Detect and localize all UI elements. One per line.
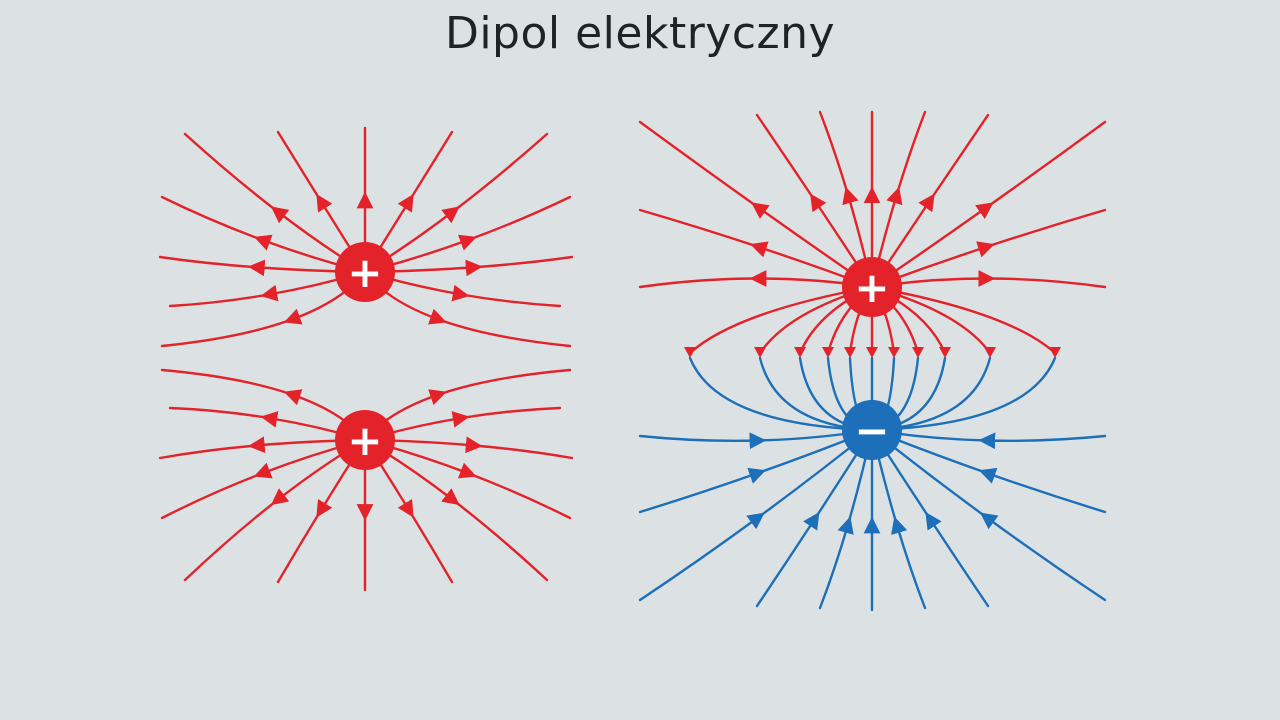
arrow-head xyxy=(888,347,900,358)
field-line xyxy=(870,428,1107,514)
arrow-head xyxy=(844,347,856,358)
field-line xyxy=(363,255,574,277)
field-line xyxy=(870,428,1107,450)
arrow-head xyxy=(866,347,878,358)
field-line xyxy=(638,428,874,602)
field-line xyxy=(870,113,990,289)
page-title: Dipol elektryczny xyxy=(444,8,836,59)
arrow-head xyxy=(822,347,834,358)
field-line xyxy=(870,208,1107,289)
field-line xyxy=(870,120,1107,289)
charge-sign: + xyxy=(347,416,382,465)
field-line xyxy=(688,285,874,355)
field-line xyxy=(160,195,367,274)
field-line xyxy=(158,436,367,460)
field-line xyxy=(160,270,367,348)
arrow-head xyxy=(1049,347,1061,358)
arrow-head xyxy=(684,347,696,358)
field-line xyxy=(818,428,874,610)
field-line xyxy=(363,438,549,582)
field-line xyxy=(870,428,927,610)
field-line xyxy=(363,270,572,348)
field-line xyxy=(363,368,572,442)
field-line xyxy=(638,120,874,289)
field-line xyxy=(363,132,549,274)
arrow-head xyxy=(984,347,996,358)
right-field-lines xyxy=(638,110,1107,612)
field-line xyxy=(363,436,574,460)
field-line xyxy=(870,270,1107,289)
field-line xyxy=(363,195,572,274)
field-line xyxy=(363,438,572,520)
field-line xyxy=(160,438,367,520)
arrow-head xyxy=(912,347,924,358)
left-top-charge: + xyxy=(335,242,395,302)
field-line xyxy=(755,428,874,608)
field-line xyxy=(688,356,874,432)
left-bottom-charge: + xyxy=(335,410,395,470)
charge-sign: + xyxy=(347,248,382,297)
field-line xyxy=(638,428,874,514)
field-line xyxy=(870,356,1057,432)
arrow-head xyxy=(754,347,766,358)
field-line xyxy=(158,255,367,277)
field-line xyxy=(755,113,874,289)
charge-sign: − xyxy=(854,406,889,455)
field-line xyxy=(638,270,874,289)
field-line xyxy=(870,428,1107,602)
field-line xyxy=(870,285,1057,355)
field-line xyxy=(870,428,990,608)
field-line xyxy=(160,368,367,442)
right-positive-charge: + xyxy=(842,257,902,317)
arrow-head xyxy=(939,347,951,358)
right-negative-charge: − xyxy=(842,400,902,460)
field-line xyxy=(638,428,874,450)
arrow-head xyxy=(794,347,806,358)
charge-sign: + xyxy=(854,263,889,312)
field-line xyxy=(183,132,367,274)
field-line xyxy=(638,208,874,289)
left-field-lines xyxy=(158,126,574,592)
field-line xyxy=(183,438,367,582)
charges: + + + − xyxy=(335,242,902,470)
